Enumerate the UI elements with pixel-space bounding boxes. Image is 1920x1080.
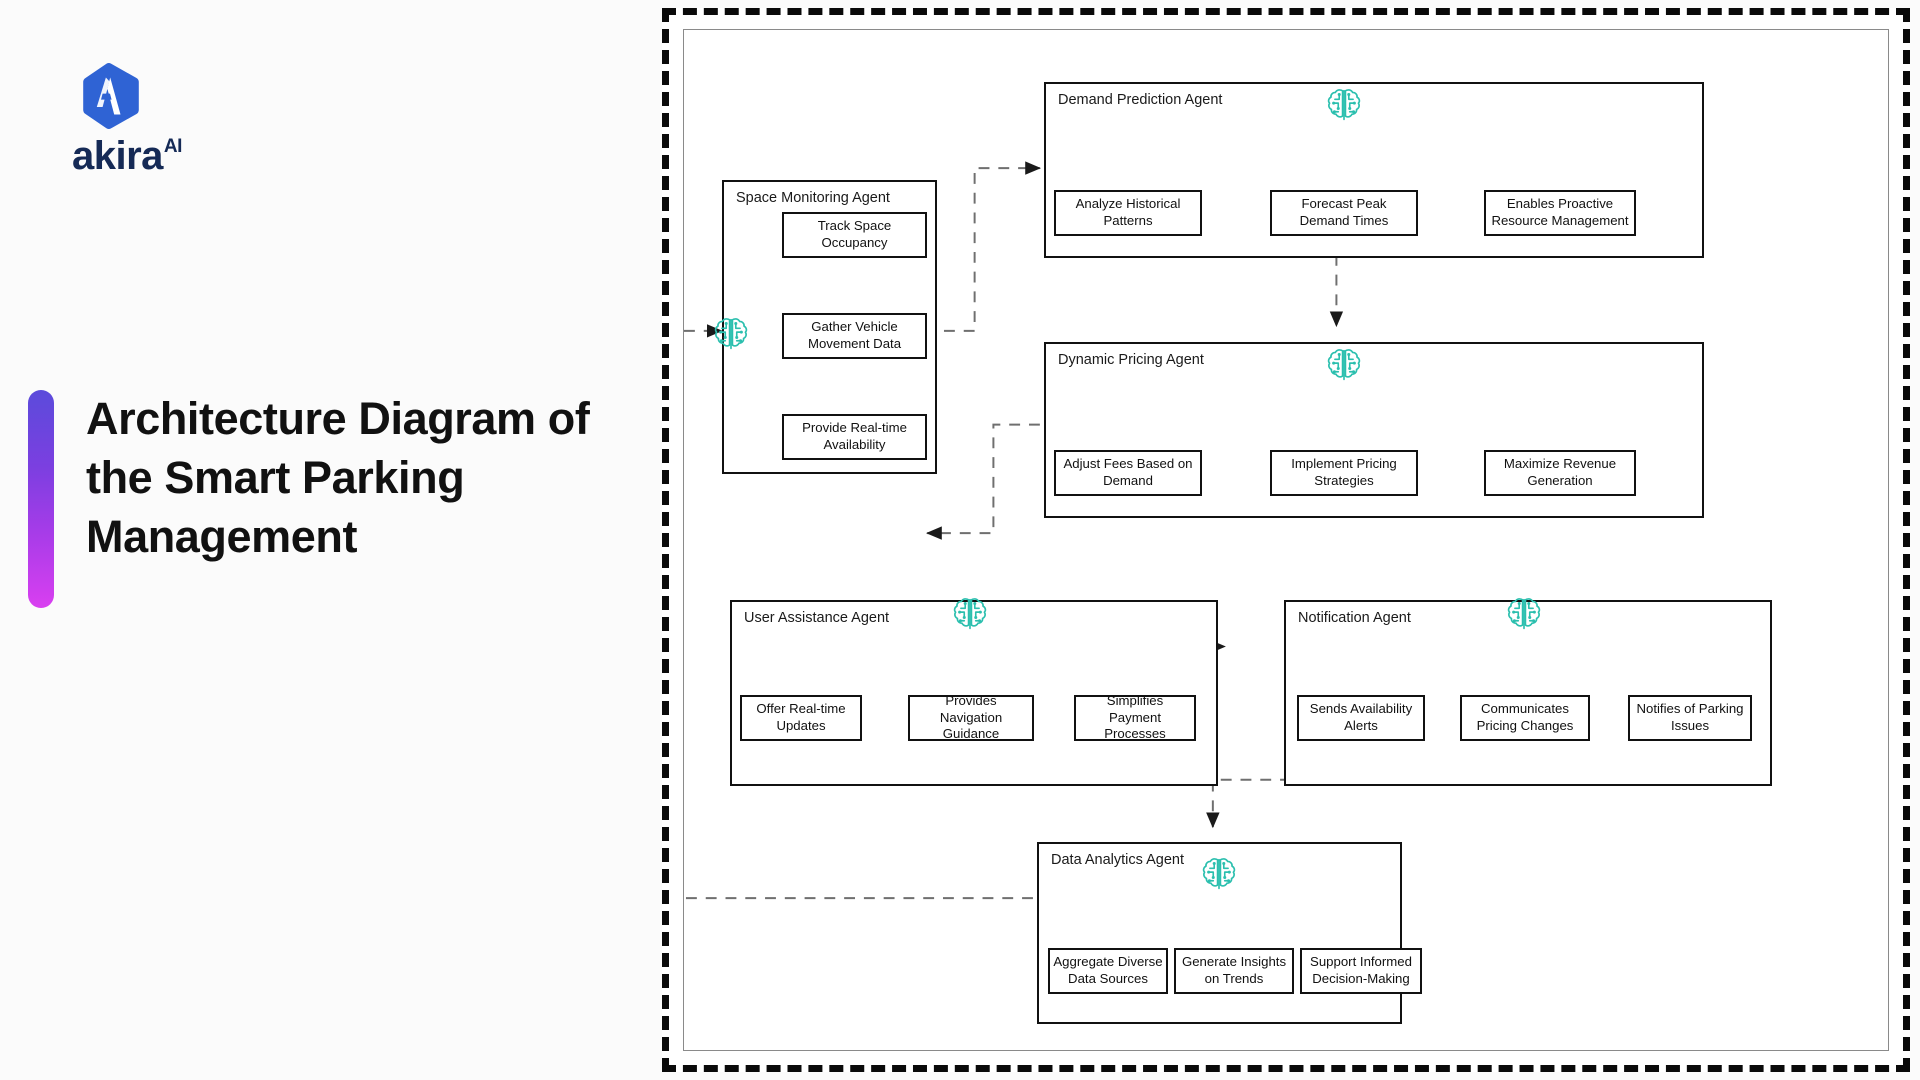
agent-notification[interactable]: Notification Agent [1284,600,1772,786]
task-box[interactable]: Aggregate Diverse Data Sources [1048,948,1168,994]
agent-title: User Assistance Agent [744,610,890,626]
task-box[interactable]: Sends Availability Alerts [1297,695,1425,741]
left-panel: akira AI Architecture Diagram of the Sma… [0,0,660,1080]
agent-title: Data Analytics Agent [1051,852,1184,868]
task-box[interactable]: Enables Proactive Resource Management [1484,190,1636,236]
task-box[interactable]: Support Informed Decision-Making [1300,948,1422,994]
brand-wordmark: akira AI [72,134,252,179]
task-box[interactable]: Communicates Pricing Changes [1460,695,1590,741]
agent-title: Notification Agent [1298,610,1411,626]
title-accent-bar [28,390,54,608]
task-box[interactable]: Notifies of Parking Issues [1628,695,1752,741]
ai-brain-circuit-icon [947,592,993,638]
task-box[interactable]: Implement Pricing Strategies [1270,450,1418,496]
task-box[interactable]: Generate Insights on Trends [1174,948,1294,994]
ai-brain-circuit-icon [1501,592,1547,638]
agent-user-assistance[interactable]: User Assistance Agent [730,600,1218,786]
agent-title: Space Monitoring Agent [736,190,890,206]
task-box[interactable]: Analyze Historical Patterns [1054,190,1202,236]
task-box[interactable]: Adjust Fees Based on Demand [1054,450,1202,496]
ai-brain-circuit-icon [708,312,754,358]
agent-title: Demand Prediction Agent [1058,92,1223,108]
ai-brain-circuit-icon [1196,852,1242,898]
task-box[interactable]: Offer Real-time Updates [740,695,862,741]
diagram-canvas: Space Monitoring Agent Track Space Occup… [684,30,1888,1050]
task-box[interactable]: Track Space Occupancy [782,212,927,258]
task-box[interactable]: Provides Navigation Guidance [908,693,1034,741]
agent-title: Dynamic Pricing Agent [1058,352,1204,368]
diagram-inner-border: Space Monitoring Agent Track Space Occup… [683,29,1889,1051]
ai-brain-circuit-icon [1321,83,1367,129]
task-box[interactable]: Gather Vehicle Movement Data [782,313,927,359]
ai-brain-circuit-icon [1321,343,1367,389]
title-block: Architecture Diagram of the Smart Parkin… [28,390,606,608]
brand-logo: akira AI [72,62,252,179]
brand-name: akira [72,134,163,178]
brand-superscript: AI [163,136,183,157]
task-box[interactable]: Provide Real-time Availability [782,414,927,460]
diagram-outer-border: Space Monitoring Agent Track Space Occup… [662,8,1910,1072]
akira-hexagon-logo-icon [83,62,139,130]
task-box[interactable]: Simplifies Payment Processes [1074,693,1196,741]
task-box[interactable]: Forecast Peak Demand Times [1270,190,1418,236]
task-box[interactable]: Maximize Revenue Generation [1484,450,1636,496]
page-title: Architecture Diagram of the Smart Parkin… [86,393,590,562]
